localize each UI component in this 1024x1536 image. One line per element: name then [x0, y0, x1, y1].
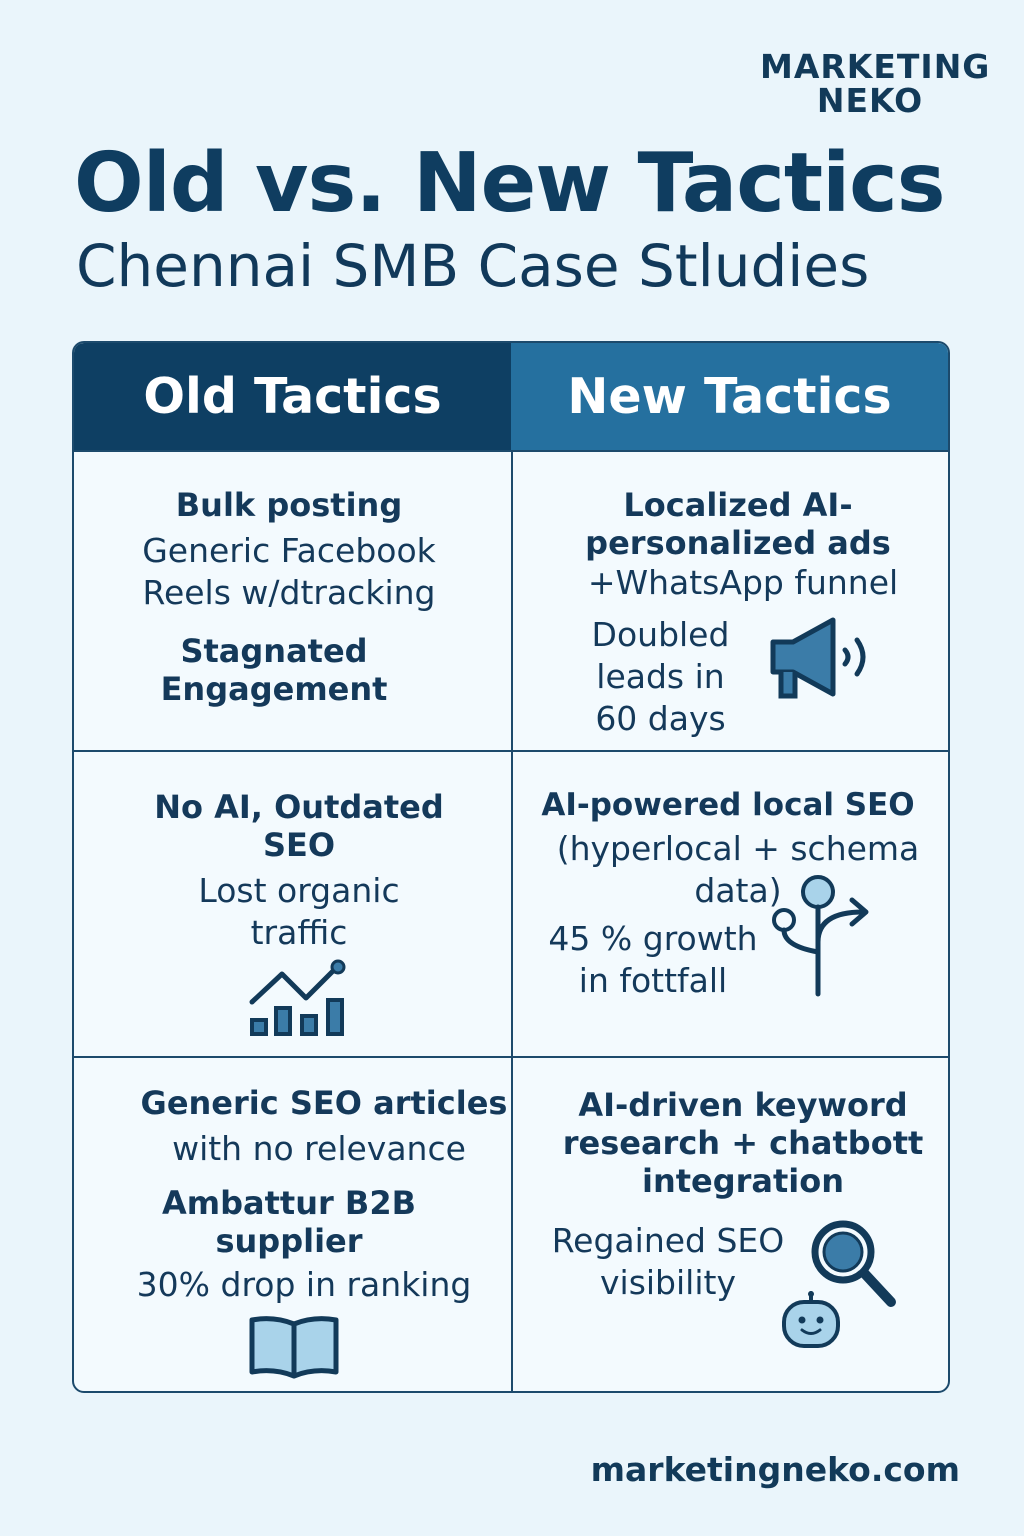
- magnifier-icon: [811, 1220, 896, 1307]
- open-book-icon: [249, 1316, 339, 1379]
- table-row: Bulk posting Generic Facebook Reels w/dt…: [74, 450, 948, 750]
- brand-logo: MARKETING NEKO: [760, 47, 991, 120]
- comparison-table: Old Tactics New Tactics Bulk posting Gen…: [72, 341, 950, 1393]
- table-row: Generic SEO articles with no relevance A…: [74, 1056, 948, 1391]
- old-description: with no relevance: [172, 1129, 466, 1168]
- new-description: (hyperlocal + schema data): [556, 829, 920, 910]
- new-result: Doubled leads in 60 days: [591, 615, 730, 738]
- old-tactic-cell: No AI, Outdated SEO Lost organic traffic: [74, 752, 513, 1056]
- old-heading: Generic SEO articles: [140, 1084, 508, 1122]
- new-heading: AI-powered local SEO: [541, 787, 915, 823]
- table-row: No AI, Outdated SEO Lost organic traffic…: [74, 750, 948, 1056]
- route-signpost-icon: [772, 875, 869, 997]
- old-description: Lost organic traffic: [198, 871, 400, 952]
- old-description: Generic Facebook Reels w/dtracking: [142, 531, 436, 612]
- robot-icon: [782, 1291, 840, 1348]
- header-new-tactics: New Tactics: [511, 343, 948, 450]
- brand-line-2: NEKO: [816, 81, 924, 120]
- new-heading: AI-driven keyword research + chatbott in…: [562, 1086, 924, 1200]
- old-tactic-cell: Generic SEO articles with no relevance A…: [74, 1058, 513, 1391]
- brand-line-1: MARKETING: [760, 47, 991, 86]
- new-tactic-cell: AI-powered local SEO (hyperlocal + schem…: [513, 752, 948, 1056]
- old-heading: Bulk posting: [175, 486, 403, 524]
- footer-url: marketingneko.com: [590, 1450, 960, 1489]
- old-result: Ambattur B2B supplier: [162, 1184, 416, 1260]
- old-detail: 30% drop in ranking: [136, 1265, 472, 1304]
- table-header: Old Tactics New Tactics: [74, 343, 948, 450]
- growth-chart-icon: [249, 959, 346, 1036]
- page-title: Old vs. New Tactics: [74, 136, 946, 231]
- new-result: 45 % growth in fottfall: [548, 919, 758, 1000]
- new-tactic-cell: Localized AI-personalized ads +WhatsApp …: [513, 452, 948, 750]
- new-description: +WhatsApp funnel: [587, 563, 899, 602]
- megaphone-icon: [770, 617, 866, 699]
- old-tactic-cell: Bulk posting Generic Facebook Reels w/dt…: [74, 452, 513, 750]
- old-result: Stagnated Engagement: [160, 632, 388, 708]
- page-subtitle: Chennai SMB Case Stludies: [76, 232, 870, 300]
- new-heading: Localized AI-personalized ads: [585, 486, 891, 562]
- header-old-tactics: Old Tactics: [74, 343, 511, 450]
- old-heading: No AI, Outdated SEO: [154, 788, 444, 864]
- new-tactic-cell: AI-driven keyword research + chatbott in…: [513, 1058, 948, 1391]
- new-result: Regained SEO visibility: [551, 1221, 785, 1302]
